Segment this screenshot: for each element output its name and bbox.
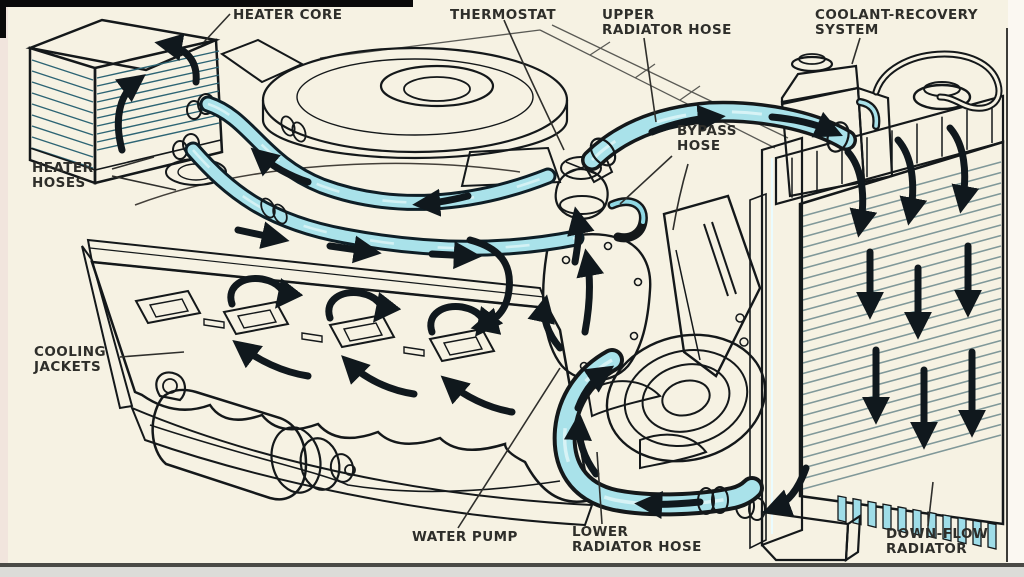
chamber-openings [134, 289, 496, 363]
coolant-recovery-bottle [780, 50, 1003, 198]
label-heater-hoses: HEATER HOSES [32, 160, 94, 192]
label-upper-radiator-hose: UPPER RADIATOR HOSE [602, 7, 732, 39]
recovery-bottle-cap [790, 55, 834, 73]
alternator [662, 194, 762, 378]
down-flow-radiator-unit [735, 81, 1005, 563]
air-cleaner-intake-hole [379, 64, 495, 108]
radiator-filler-neck [912, 83, 972, 111]
label-down-flow-radiator: DOWN-FLOW RADIATOR [886, 526, 989, 558]
label-heater-core: HEATER CORE [233, 7, 343, 23]
radiator-top-tank-tubes [791, 103, 993, 198]
bypass-hose-part [607, 197, 648, 243]
label-cooling-jackets: COOLING JACKETS [34, 344, 107, 376]
label-coolant-recovery-system: COOLANT-RECOVERY SYSTEM [815, 7, 978, 39]
label-bypass-hose: BYPASS HOSE [677, 123, 737, 155]
thermostat-cap [560, 156, 602, 180]
heater-hoses-part [184, 95, 585, 257]
label-thermostat: THERMOSTAT [450, 7, 557, 23]
starter-motor [151, 371, 356, 501]
label-water-pump: WATER PUMP [412, 529, 518, 545]
radiator-bottom-fins [837, 495, 997, 550]
oil-pan [130, 406, 594, 527]
label-lower-radiator-hose: LOWER RADIATOR HOSE [572, 524, 702, 556]
leader-lines [111, 13, 934, 529]
coolant-flow-arrows [114, 33, 986, 519]
